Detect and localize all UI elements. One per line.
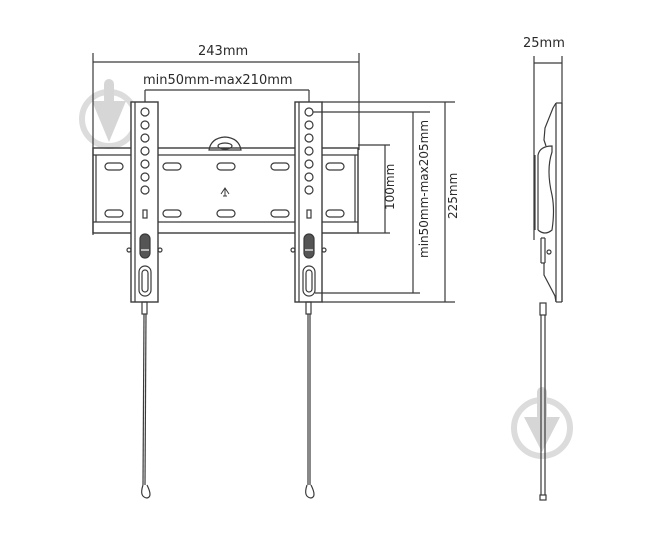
down-arrow-circle-icon bbox=[79, 79, 139, 149]
overall-height-label: 225mm bbox=[446, 172, 460, 219]
arm-spacing-label: min50mm-max210mm bbox=[143, 73, 293, 88]
vertical-hole-range-label: min50mm-max205mm bbox=[417, 119, 431, 258]
down-arrow-circle-icon bbox=[511, 387, 573, 459]
overall-width-label: 243mm bbox=[198, 44, 249, 59]
plate-height-label: 100mm bbox=[383, 163, 397, 210]
depth-label: 25mm bbox=[523, 36, 565, 51]
